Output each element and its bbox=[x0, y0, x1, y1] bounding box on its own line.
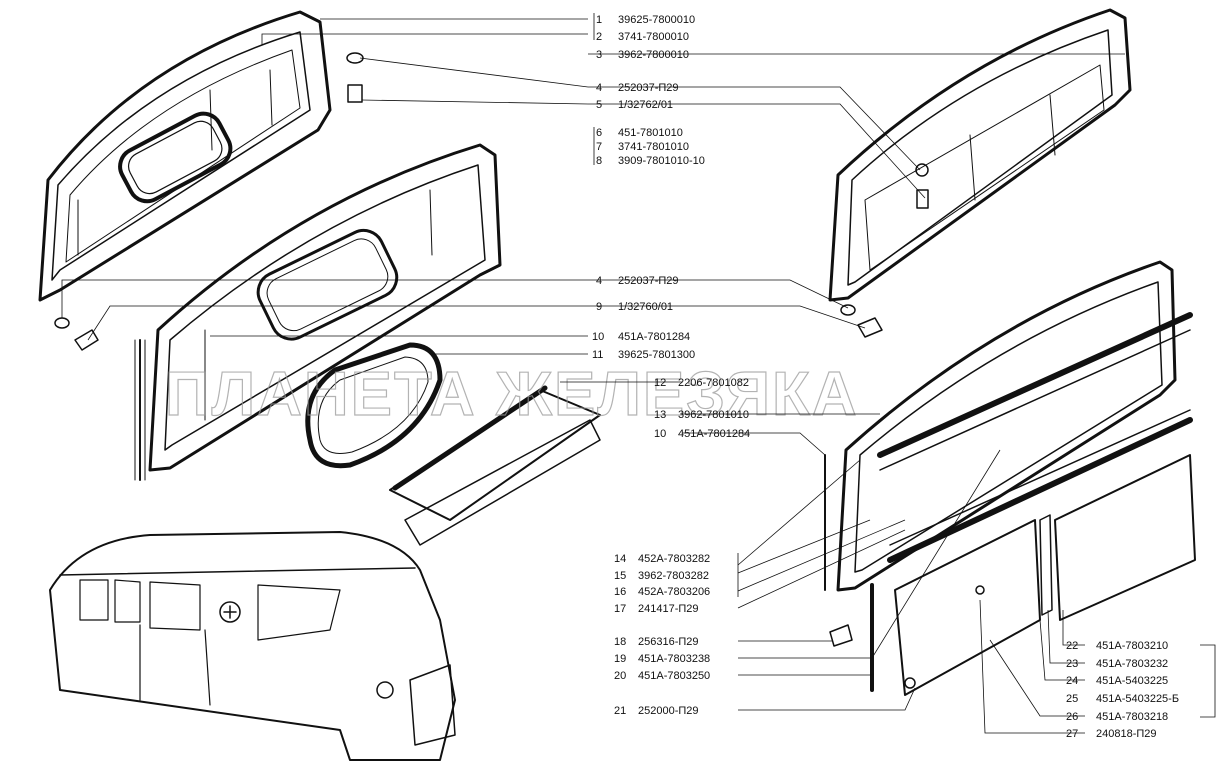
callout-number: 8 bbox=[596, 155, 602, 167]
callout-number: 1 bbox=[596, 14, 602, 26]
window-seal-gasket bbox=[305, 342, 443, 469]
callout-number: 3 bbox=[596, 49, 602, 61]
part-code: 451А-5403225-Б bbox=[1096, 693, 1179, 705]
callout-number: 18 bbox=[614, 636, 626, 648]
part-code: 1/32760/01 bbox=[618, 301, 673, 313]
callout-number: 10 bbox=[654, 428, 666, 440]
radiator-grille bbox=[409, 664, 456, 746]
part-code: 3741-7801010 bbox=[618, 141, 689, 153]
right-upper-panel bbox=[828, 8, 1132, 338]
callout-number: 9 bbox=[596, 301, 602, 313]
part-code: 451А-7801284 bbox=[678, 428, 750, 440]
leader-lines bbox=[61, 13, 1216, 734]
part-code: 3962-7803282 bbox=[638, 570, 709, 582]
callout-number: 17 bbox=[614, 603, 626, 615]
callout-number: 5 bbox=[596, 99, 602, 111]
part-code: 252000-П29 bbox=[638, 705, 699, 717]
callout-number: 24 bbox=[1066, 675, 1078, 687]
part-code: 451А-7803210 bbox=[1096, 640, 1168, 652]
callout-number: 25 bbox=[1066, 693, 1078, 705]
callout-number: 22 bbox=[1066, 640, 1078, 652]
part-code: 39625-7801300 bbox=[618, 349, 695, 361]
upper-hatch-panel bbox=[1054, 454, 1196, 621]
part-code: 2206-7801082 bbox=[678, 377, 749, 389]
washer-and-bolt-left bbox=[54, 52, 364, 351]
callout-number: 27 bbox=[1066, 728, 1078, 740]
callout-number: 23 bbox=[1066, 658, 1078, 670]
part-code: 39625-7800010 bbox=[618, 14, 695, 26]
callout-number: 12 bbox=[654, 377, 666, 389]
callout-number: 2 bbox=[596, 31, 602, 43]
callout-number: 14 bbox=[614, 553, 626, 565]
callout-number: 7 bbox=[596, 141, 602, 153]
callout-number: 26 bbox=[1066, 711, 1078, 723]
left-lower-window-panel bbox=[134, 143, 502, 481]
callout-number: 10 bbox=[592, 331, 604, 343]
part-code: 452А-7803206 bbox=[638, 586, 710, 598]
part-code: 241417-П29 bbox=[638, 603, 699, 615]
part-code: 451А-7803218 bbox=[1096, 711, 1168, 723]
part-code: 1/32762/01 bbox=[618, 99, 673, 111]
callout-number: 6 bbox=[596, 127, 602, 139]
part-code: 451А-7803232 bbox=[1096, 658, 1168, 670]
callout-labels: 1 39625-7800010 2 3741-7800010 3 3962-78… bbox=[592, 14, 1179, 740]
callout-number: 16 bbox=[614, 586, 626, 598]
part-code: 240818-П29 bbox=[1096, 728, 1157, 740]
callout-number: 21 bbox=[614, 705, 626, 717]
left-upper-window-panel bbox=[38, 10, 332, 302]
callout-number: 19 bbox=[614, 653, 626, 665]
part-code: 252037-П29 bbox=[618, 82, 679, 94]
part-code: 451-7801010 bbox=[618, 127, 683, 139]
part-code: 3909-7801010-10 bbox=[618, 155, 705, 167]
right-lower-panel-assembly bbox=[824, 260, 1196, 696]
part-code: 452А-7803282 bbox=[638, 553, 710, 565]
vehicle-body-outline bbox=[49, 531, 456, 761]
callout-number: 15 bbox=[614, 570, 626, 582]
watermark-text: ПЛАНЕТА ЖЕЛЕЗЯКА bbox=[165, 360, 859, 429]
part-code: 451А-5403225 bbox=[1096, 675, 1168, 687]
part-code: 451А-7801284 bbox=[618, 331, 690, 343]
part-code: 451А-7803238 bbox=[638, 653, 710, 665]
part-code: 451А-7803250 bbox=[638, 670, 710, 682]
callout-number: 13 bbox=[654, 409, 666, 421]
part-code: 252037-П29 bbox=[618, 275, 679, 287]
callout-number: 4 bbox=[596, 275, 602, 287]
part-code: 3962-7801010 bbox=[678, 409, 749, 421]
part-code: 256316-П29 bbox=[638, 636, 699, 648]
callout-number: 11 bbox=[592, 349, 603, 361]
part-code: 3962-7800010 bbox=[618, 49, 689, 61]
part-code: 3741-7800010 bbox=[618, 31, 689, 43]
callout-number: 4 bbox=[596, 82, 602, 94]
rubber-channel-strip bbox=[389, 385, 601, 546]
callout-number: 20 bbox=[614, 670, 626, 682]
